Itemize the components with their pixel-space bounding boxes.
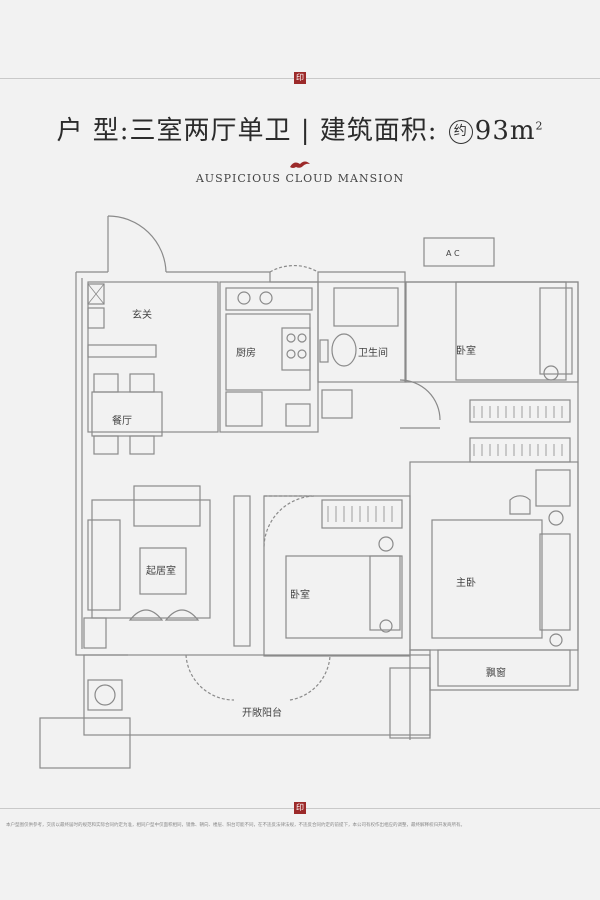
room-label-kitchen: 厨房 xyxy=(236,346,256,359)
cloud-icon xyxy=(290,161,310,168)
area-label: 建筑面积: xyxy=(319,116,438,146)
disclaimer-text: 本户型图仅供参考，交房以最终届时的规范和实际合同约定为准，相同户型中仅面积相同，… xyxy=(6,823,465,828)
subtitle: AUSPICIOUS CLOUD MANSION xyxy=(195,172,405,185)
room-label-balcony: 开敞阳台 xyxy=(242,706,282,719)
area-value: 93m xyxy=(474,116,536,146)
ac-unit-label: A C xyxy=(446,249,460,258)
floor-plan: 玄关 厨房 卫生间 卧室 餐厅 起居室 卧室 主卧 飘窗 开敞阳台 A C xyxy=(39,215,579,769)
area-unit-sup: 2 xyxy=(535,119,544,133)
room-label-living: 起居室 xyxy=(146,564,176,577)
layout-label: 户 型:三室两厅单卫 xyxy=(56,116,292,146)
room-label-bedroom-north: 卧室 xyxy=(456,344,476,357)
room-label-bedroom-south: 卧室 xyxy=(290,588,310,601)
seal-icon-top: 印 xyxy=(294,72,306,84)
title-divider: | xyxy=(300,116,311,146)
approx-mark: 约 xyxy=(448,120,473,144)
room-label-bay-window: 飘窗 xyxy=(486,666,506,679)
room-label-entrance: 玄关 xyxy=(132,308,152,321)
room-label-bathroom: 卫生间 xyxy=(358,346,388,359)
seal-icon-bottom: 印 xyxy=(294,802,306,814)
room-label-dining: 餐厅 xyxy=(112,414,132,427)
room-label-master: 主卧 xyxy=(456,576,476,589)
